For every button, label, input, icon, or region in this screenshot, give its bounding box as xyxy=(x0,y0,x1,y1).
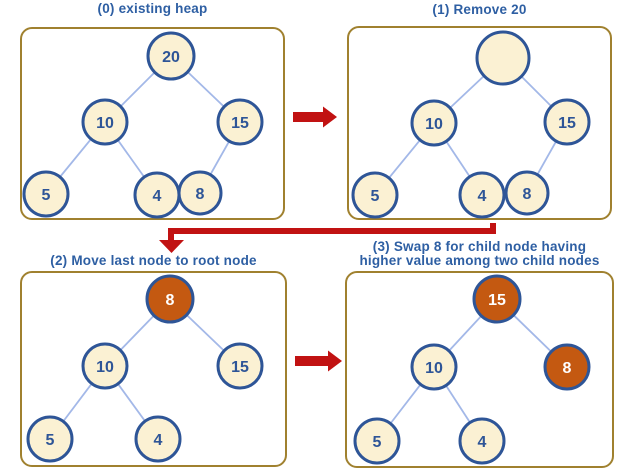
panel-step2-title: (2) Move last node to root node xyxy=(50,253,257,268)
step2-node-5-label: 5 xyxy=(46,432,55,449)
step3-node-10-label: 10 xyxy=(425,360,443,377)
panel-step1 xyxy=(347,26,612,220)
panel-step3 xyxy=(345,271,614,468)
step1-node-10-label: 10 xyxy=(425,116,443,133)
step3-node-10 xyxy=(410,343,458,391)
step2-node-15 xyxy=(216,342,264,390)
step3-node-8-label: 8 xyxy=(563,360,572,377)
step2-node-8-label: 8 xyxy=(166,292,175,309)
step3-node-8 xyxy=(543,343,591,391)
arrow-step2-to-step3-icon xyxy=(295,350,342,372)
step1-node-8 xyxy=(504,170,550,216)
step1-node-15-label: 15 xyxy=(558,115,576,132)
step2-node-8 xyxy=(145,274,195,324)
step0-node-20-label: 20 xyxy=(162,49,180,66)
step3-node-4 xyxy=(458,417,506,465)
panel-step1-title: (1) Remove 20 xyxy=(432,2,527,17)
step2-node-5 xyxy=(26,415,74,463)
step0-node-8 xyxy=(177,170,223,216)
arrow-step1-to-step2-line xyxy=(168,223,496,241)
panel-step0 xyxy=(20,27,285,220)
step0-node-15 xyxy=(216,98,264,146)
step0-node-10-label: 10 xyxy=(96,115,114,132)
step1-node-8-label: 8 xyxy=(523,186,532,203)
step2-node-10 xyxy=(81,342,129,390)
panel-step3-title: (3) Swap 8 for child node having higher … xyxy=(359,239,600,268)
arrow-step1-to-step2-arrowhead-icon xyxy=(159,240,184,253)
step1-node-10 xyxy=(410,99,458,147)
step0-node-15-label: 15 xyxy=(231,115,249,132)
step2-node-10-label: 10 xyxy=(96,359,114,376)
step2-node-4 xyxy=(134,415,182,463)
step3-node-15-label: 15 xyxy=(488,292,506,309)
panel-step2 xyxy=(20,271,287,467)
step1-node-5-label: 5 xyxy=(371,188,380,205)
step1-node-5 xyxy=(351,171,399,219)
step0-node-8-label: 8 xyxy=(196,186,205,203)
step0-node-5 xyxy=(22,170,70,218)
step3-node-5 xyxy=(353,417,401,465)
step3-node-5-label: 5 xyxy=(373,434,382,451)
step0-node-20 xyxy=(146,31,196,81)
panel-step0-title: (0) existing heap xyxy=(97,1,208,16)
step0-node-4-label: 4 xyxy=(153,188,162,205)
step3-node-15 xyxy=(472,274,522,324)
step0-node-10 xyxy=(81,98,129,146)
step1-node-4 xyxy=(458,171,506,219)
step2-node-15-label: 15 xyxy=(231,359,249,376)
step2-node-4-label: 4 xyxy=(154,432,163,449)
step3-node-4-label: 4 xyxy=(478,434,487,451)
arrow-step0-to-step1-icon xyxy=(293,106,337,128)
step1-node-empty xyxy=(475,30,531,86)
step1-node-15 xyxy=(543,98,591,146)
step0-node-5-label: 5 xyxy=(42,187,51,204)
step1-node-4-label: 4 xyxy=(478,188,487,205)
